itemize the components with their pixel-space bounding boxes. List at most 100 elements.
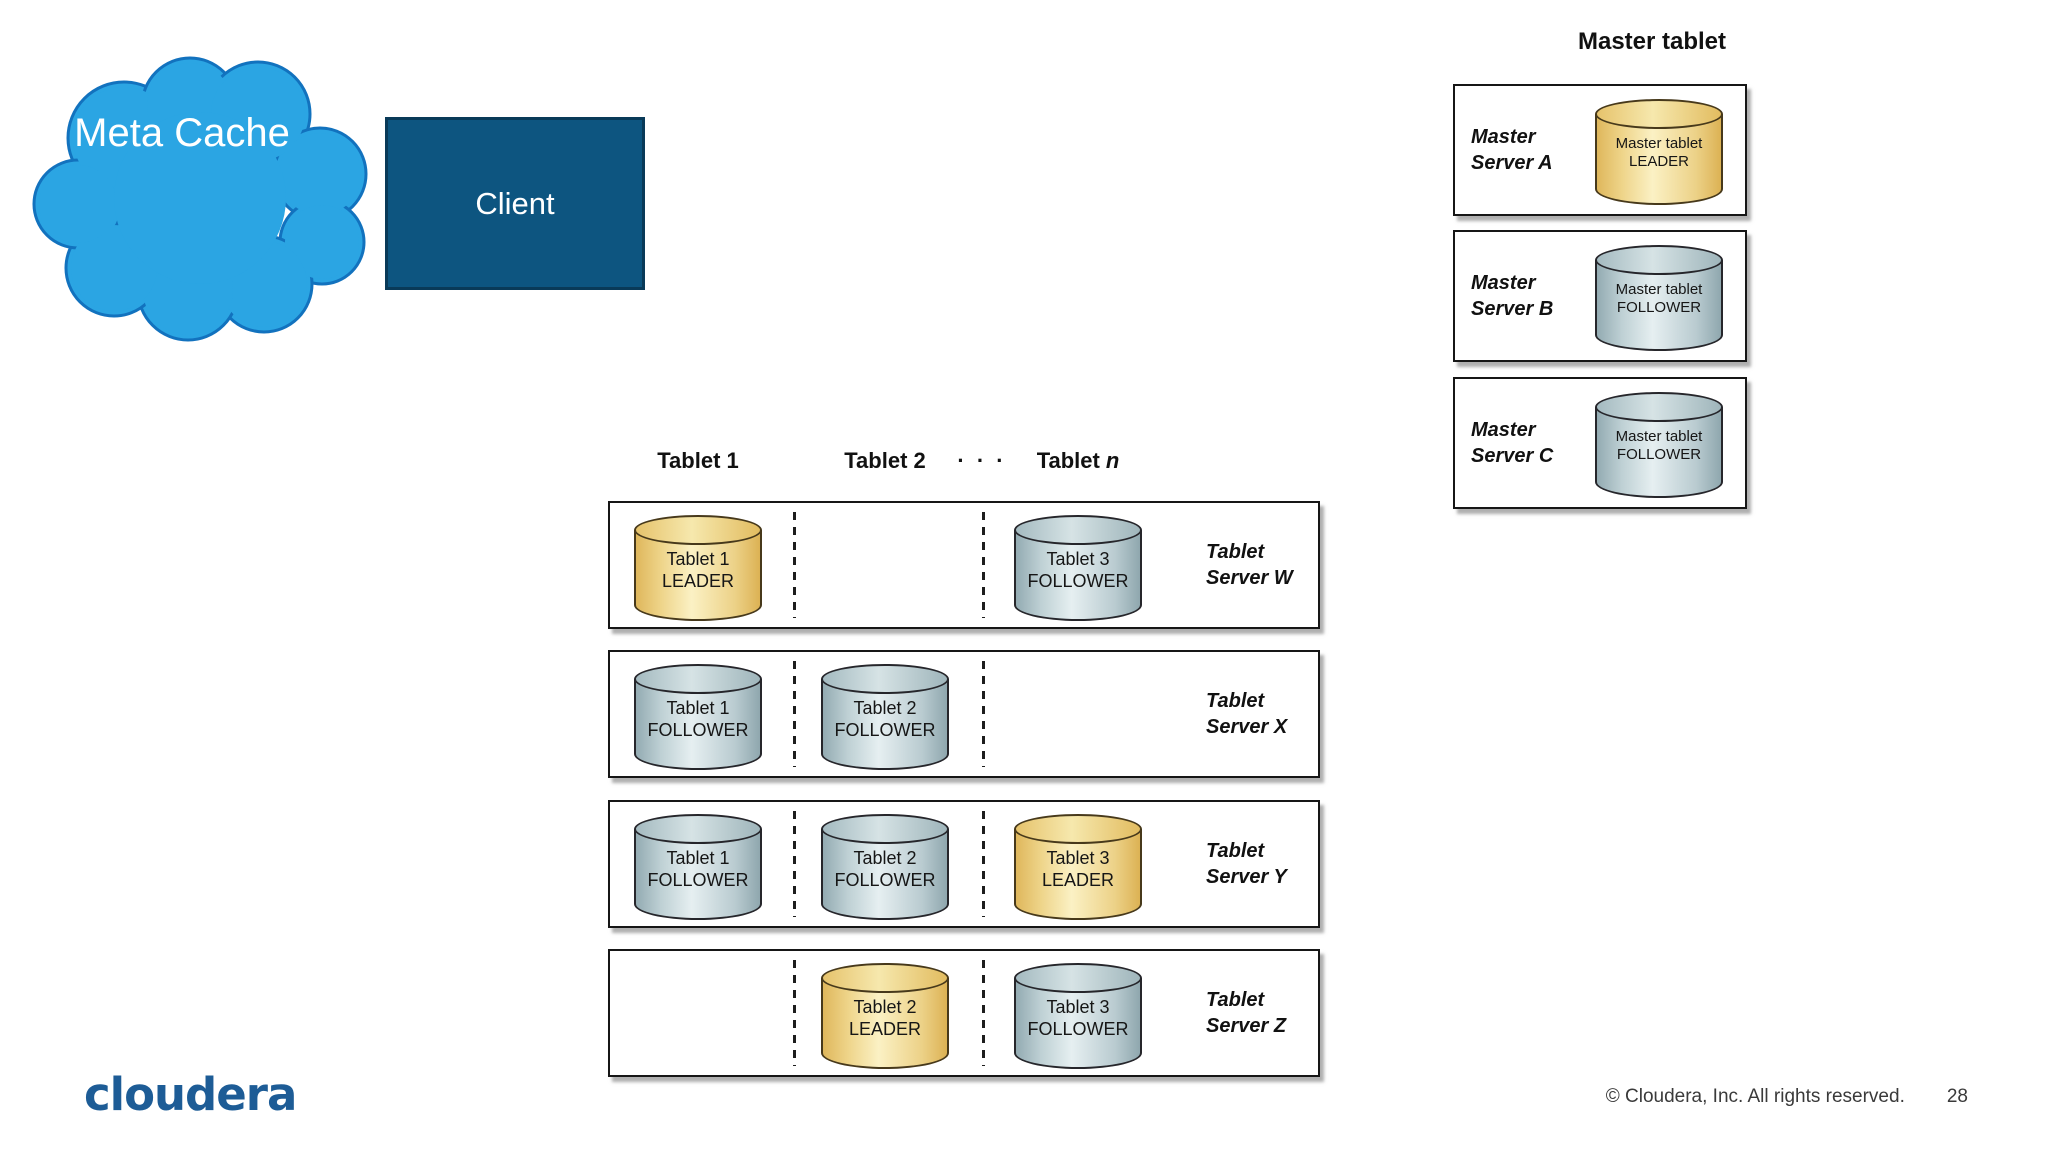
master-server-c-box: Master Server C Master tablet FOLLOWER bbox=[1453, 377, 1747, 509]
column-divider bbox=[982, 661, 985, 767]
tablet-server-w-label: Tablet Server W bbox=[1206, 539, 1293, 591]
footer-right: © Cloudera, Inc. All rights reserved. 28 bbox=[1606, 1086, 1968, 1108]
column-divider bbox=[793, 960, 796, 1066]
tablet-name: Tablet 2 bbox=[853, 848, 917, 868]
tablet-3-follower-cylinder: Tablet 3 FOLLOWER bbox=[1014, 963, 1142, 1069]
cylinder-label: Tablet 1 LEADER bbox=[634, 549, 762, 592]
column-divider bbox=[793, 512, 796, 618]
tablet-name: Tablet 3 bbox=[1046, 997, 1110, 1017]
tablet-1-follower-cylinder: Tablet 1 FOLLOWER bbox=[634, 664, 762, 770]
cylinder-top bbox=[821, 814, 949, 844]
copyright-text: © Cloudera, Inc. All rights reserved. bbox=[1605, 1086, 1905, 1107]
page-number: 28 bbox=[1946, 1086, 1968, 1107]
cylinder-body bbox=[1014, 829, 1142, 920]
tablet-name: Tablet 1 bbox=[666, 698, 730, 718]
cylinder-body bbox=[821, 978, 949, 1069]
server-label-line2: Server W bbox=[1206, 567, 1293, 589]
cylinder-body bbox=[1595, 260, 1723, 351]
tablet-role: FOLLOWER bbox=[1616, 446, 1702, 463]
master-server-name-line2: Server B bbox=[1471, 298, 1554, 320]
master-server-name-line2: Server C bbox=[1471, 445, 1554, 467]
cylinder-top bbox=[821, 664, 949, 694]
tablet-name: Tablet 3 bbox=[1046, 848, 1110, 868]
cylinder-top bbox=[1014, 963, 1142, 993]
column-header-tablet-2: Tablet 2 bbox=[844, 448, 926, 473]
cylinder-label: Tablet 2 LEADER bbox=[821, 997, 949, 1040]
column-divider bbox=[793, 811, 796, 917]
master-server-c-label: Master Server C bbox=[1471, 417, 1553, 469]
cylinder-label: Tablet 2 FOLLOWER bbox=[821, 848, 949, 891]
cylinder-label: Tablet 1 FOLLOWER bbox=[634, 698, 762, 741]
tablet-role: LEADER bbox=[661, 570, 735, 591]
master-server-a-box: Master Server A Master tablet LEADER bbox=[1453, 84, 1747, 216]
cylinder-top bbox=[1595, 392, 1723, 422]
tablet-role: FOLLOWER bbox=[1027, 570, 1129, 591]
tablet-name: Tablet 1 bbox=[666, 848, 730, 868]
client-box: Client bbox=[385, 117, 645, 290]
column-divider bbox=[793, 661, 796, 767]
tablet-role: FOLLOWER bbox=[834, 869, 936, 890]
cylinder-top bbox=[1014, 814, 1142, 844]
master-server-b-label: Master Server B bbox=[1471, 270, 1553, 322]
server-label-line1: Tablet bbox=[1206, 840, 1265, 862]
server-label-line1: Tablet bbox=[1206, 690, 1265, 712]
cloud-icon: Meta Cache bbox=[32, 56, 368, 342]
tablet-n-prefix: Tablet bbox=[1036, 448, 1100, 473]
column-divider bbox=[982, 811, 985, 917]
tablet-name: Master tablet bbox=[1615, 281, 1703, 298]
cylinder-body bbox=[1595, 407, 1723, 498]
cylinder-label: Tablet 3 FOLLOWER bbox=[1014, 997, 1142, 1040]
cylinder-label: Tablet 3 FOLLOWER bbox=[1014, 549, 1142, 592]
master-server-a-label: Master Server A bbox=[1471, 124, 1553, 176]
tablet-name: Master tablet bbox=[1615, 428, 1703, 445]
tablet-name: Tablet 2 bbox=[853, 698, 917, 718]
cylinder-body bbox=[1014, 978, 1142, 1069]
cylinder-body bbox=[1014, 530, 1142, 621]
meta-cache-label: Meta Cache bbox=[74, 111, 290, 155]
cylinder-top bbox=[821, 963, 949, 993]
cylinder-body bbox=[634, 829, 762, 920]
cylinder-label: Master tablet FOLLOWER bbox=[1595, 428, 1723, 464]
tablet-role: LEADER bbox=[848, 1018, 922, 1039]
tablet-server-x-label: Tablet Server X bbox=[1206, 688, 1287, 740]
cylinder-label: Tablet 2 FOLLOWER bbox=[821, 698, 949, 741]
tablet-n-italic: n bbox=[1105, 448, 1120, 473]
client-label: Client bbox=[475, 185, 555, 221]
tablet-server-z-label: Tablet Server Z bbox=[1206, 987, 1286, 1039]
cylinder-body bbox=[1595, 114, 1723, 205]
tablet-3-follower-cylinder: Tablet 3 FOLLOWER bbox=[1014, 515, 1142, 621]
cylinder-top bbox=[634, 515, 762, 545]
tablet-role: LEADER bbox=[1041, 869, 1115, 890]
tablet-1-leader-cylinder: Tablet 1 LEADER bbox=[634, 515, 762, 621]
tablet-server-y-label: Tablet Server Y bbox=[1206, 838, 1287, 890]
tablet-role: FOLLOWER bbox=[647, 869, 749, 890]
cylinder-top bbox=[634, 814, 762, 844]
master-tablet-title: Master tablet bbox=[1577, 28, 1727, 55]
tablet-2-leader-cylinder: Tablet 2 LEADER bbox=[821, 963, 949, 1069]
tablet-name: Tablet 1 bbox=[666, 549, 730, 569]
tablet-server-w-row: Tablet 1 LEADER Tablet 3 FOLLOWER Tablet… bbox=[608, 501, 1320, 629]
cylinder-body bbox=[821, 679, 949, 770]
cylinder-body bbox=[634, 530, 762, 621]
master-tablet-follower-cylinder: Master tablet FOLLOWER bbox=[1595, 245, 1723, 351]
master-server-name-line1: Master bbox=[1471, 126, 1536, 148]
master-tablet-leader-cylinder: Master tablet LEADER bbox=[1595, 99, 1723, 205]
server-label-line2: Server Z bbox=[1206, 1015, 1287, 1037]
column-header-ellipsis: · · · bbox=[957, 448, 1007, 473]
cylinder-top bbox=[634, 664, 762, 694]
tablet-role: FOLLOWER bbox=[1616, 299, 1702, 316]
column-header-tablet-1: Tablet 1 bbox=[657, 448, 739, 473]
server-label-line2: Server Y bbox=[1206, 866, 1287, 888]
master-server-name-line1: Master bbox=[1471, 272, 1536, 294]
cylinder-body bbox=[821, 829, 949, 920]
cloudera-logo: cloudera bbox=[84, 1068, 297, 1121]
tablet-role: LEADER bbox=[1628, 153, 1690, 170]
tablet-role: FOLLOWER bbox=[1027, 1018, 1129, 1039]
tablet-role: FOLLOWER bbox=[647, 719, 749, 740]
tablet-role: FOLLOWER bbox=[834, 719, 936, 740]
master-tablet-follower-cylinder: Master tablet FOLLOWER bbox=[1595, 392, 1723, 498]
cylinder-label: Tablet 1 FOLLOWER bbox=[634, 848, 762, 891]
cylinder-top bbox=[1014, 515, 1142, 545]
